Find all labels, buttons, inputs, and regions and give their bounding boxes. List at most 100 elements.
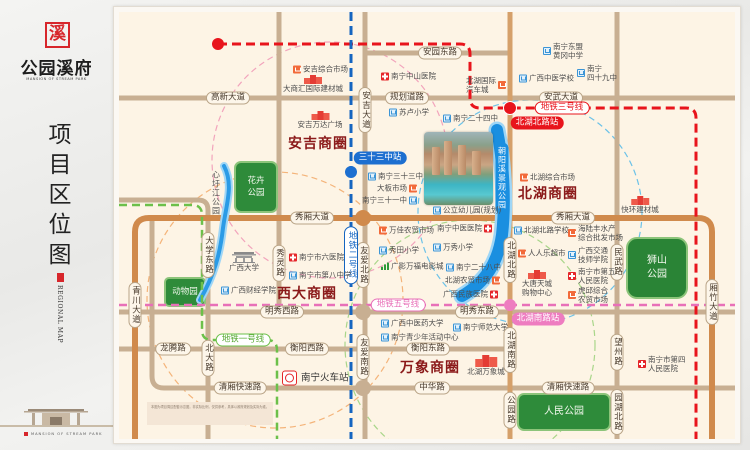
poi-wanxiu-primary: 万秀小学 (433, 243, 473, 252)
poi-33-middle-school: 南宁三十三中 (368, 172, 423, 181)
poi-kuaihuan-building-materials: 快环建材城 (621, 195, 659, 214)
hospital-icon (484, 224, 492, 232)
road-label-xiuxiang-west: 秀厢大道 (289, 211, 335, 225)
district-beihu: 北湖商圈 (518, 186, 578, 202)
brand-seal-logo: 溪 (45, 22, 70, 48)
hospital-icon (490, 290, 498, 298)
metro-line-3 (218, 42, 698, 439)
poi-8th-middle-school: 南宁市第八中学 (289, 271, 352, 280)
poi-guangxi-university: 广西大学 (229, 249, 259, 272)
poi-49-middle-school: 南宁 四十九中 (577, 64, 617, 82)
poi-dashanghui: 大商汇国际建材城 (283, 74, 343, 93)
poi-dongmeng-huanggang: 南宁东盟 黄冈中学 (543, 42, 583, 60)
footer-seal-icon (24, 432, 28, 436)
building-icon (631, 196, 649, 205)
huahui-park (234, 161, 278, 213)
poi-zhongshan-hospital: 南宁中山医院 (381, 72, 436, 81)
metro-line-3-label: 地铁三号线 (534, 101, 590, 115)
poi-guangxi-tcm-university: 广西中医药大学 (381, 319, 444, 328)
poi-nanning-normal-university: 南宁师范大学 (453, 323, 508, 332)
brand-subtitle: MANSION OF STREAM PARK (26, 77, 87, 81)
market-icon (379, 226, 387, 234)
footer-brand-text: MANSION OF STREAM PARK (24, 432, 102, 436)
poi-anji-wanda: 安吉万达广场 (298, 110, 343, 129)
poi-huqiu-market: 虎邱综合 农贸市场 (568, 286, 608, 304)
road-label-youai-south: 友爱南路 (356, 334, 370, 380)
xiuxiang-ring-road (132, 215, 715, 439)
brand-name: 公园溪府 (20, 59, 93, 79)
school-icon (409, 196, 417, 204)
station-beihu-south: 北湖南路站 (511, 312, 565, 326)
school-icon (453, 323, 461, 331)
poi-guangxi-tcm-school: 广西中医学校 (519, 74, 574, 83)
poi-6th-hospital: 南宁市六医院 (289, 253, 344, 262)
market-icon (568, 291, 576, 299)
road-label-anji: 安吉大道 (358, 87, 372, 133)
poi-beihu-farmers-market: 北湖农贸市场 (445, 276, 500, 285)
road-label-wangzhou: 望州路 (610, 333, 624, 371)
poi-guangxi-transport-institute: 广西交通 技师学院 (568, 246, 608, 264)
map-disclaimer: 本图为项目周边配套示意图，非实际比例，仅供参考，具体以政府规划及实际为准。 (147, 402, 273, 425)
poi-beihu-north-school: 北湖北路学校 (514, 226, 569, 235)
district-xida: 西大商圈 (277, 286, 337, 302)
train-station-icon (282, 370, 297, 386)
footer-divider (0, 425, 113, 427)
market-icon (518, 249, 526, 257)
district-anji: 安吉商圈 (288, 136, 348, 152)
market-icon (568, 229, 576, 237)
building-icon (311, 111, 329, 120)
poi-5th-peoples-hospital: 南宁市第五 人民医院 (568, 267, 616, 285)
poi-guangxi-finance-college: 广西财经学院 (221, 286, 276, 295)
intersection-node (355, 304, 371, 320)
wanxiang-district-ring (344, 219, 596, 439)
road-label-xiuling: 秀灵路 (272, 244, 286, 282)
hospital-icon (568, 272, 576, 280)
building-icon (304, 75, 322, 84)
road-label-zhonghua: 中华路 (414, 381, 450, 395)
road-label-qingchuan: 青川大道 (128, 282, 142, 328)
tower-shape (432, 147, 440, 175)
market-icon (409, 184, 417, 192)
poi-28-middle-school: 南宁二十八中 (446, 263, 501, 272)
mini-seal-icon (57, 273, 64, 282)
tower-shape (458, 145, 466, 175)
road-label-beihu-south: 北湖南路 (503, 327, 517, 373)
road-label-longteng: 龙腾路 (155, 342, 191, 356)
poi-beihu-mixc: 北湖万象城 (467, 354, 505, 376)
brand-panel: 溪 公园溪府 MANSION OF STREAM PARK 项目区位图 REGI… (0, 0, 113, 450)
road-label-gaoxin: 高新大道 (205, 91, 251, 105)
beihu-south-station-dot (504, 299, 516, 311)
market-icon (520, 173, 528, 181)
market-icon (498, 81, 506, 89)
poi-31-middle-school: 南宁三十一中 (362, 196, 417, 205)
road-label-mingxiu-east: 明秀东路 (454, 305, 500, 319)
poi-wanfu-cinema: 广影万福电影城 (381, 262, 444, 271)
school-icon (389, 108, 397, 116)
poi-renrenle-supermarket: 人人乐超市 (518, 249, 566, 258)
park-renmin: 人民公园 (544, 406, 584, 417)
market-icon (293, 65, 301, 73)
park-shishan: 狮山 公园 (647, 255, 667, 280)
road-label-hengyang-west: 衡阳西路 (284, 342, 330, 356)
school-icon (379, 246, 387, 254)
road-label-yuanhu-north: 园湖北路 (610, 389, 624, 435)
poi-tcm-hospital: 南宁中医医院 (437, 224, 492, 233)
33-middle-school-station-dot (345, 166, 357, 178)
school-icon (381, 333, 389, 341)
school-icon (433, 206, 441, 214)
poi-hailufeng-seafood-market: 海陆丰水产 综合批发市场 (568, 224, 623, 242)
park-chaoyangxi: 朝阳溪景观公园 (495, 142, 509, 214)
metro-line-2-label: 地铁二号线 (344, 226, 358, 284)
hospital-icon (638, 360, 646, 368)
park-zoo: 动物园 (172, 287, 198, 297)
poi-xiutian-primary: 秀田小学 (379, 246, 419, 255)
road-label-mingxiu-west: 明秀西路 (259, 305, 305, 319)
school-icon (519, 74, 527, 82)
poi-wanjia-market: 万佳农贸市场 (379, 226, 434, 235)
tower-shape (444, 141, 452, 175)
park-xinxujiang: 心圩江公园 (211, 170, 221, 216)
building-gate-icon (24, 409, 88, 426)
school-icon (221, 286, 229, 294)
road-label-beihu-north: 北湖北路 (503, 237, 517, 283)
road-label-gongyuan: 公园路 (503, 391, 517, 429)
